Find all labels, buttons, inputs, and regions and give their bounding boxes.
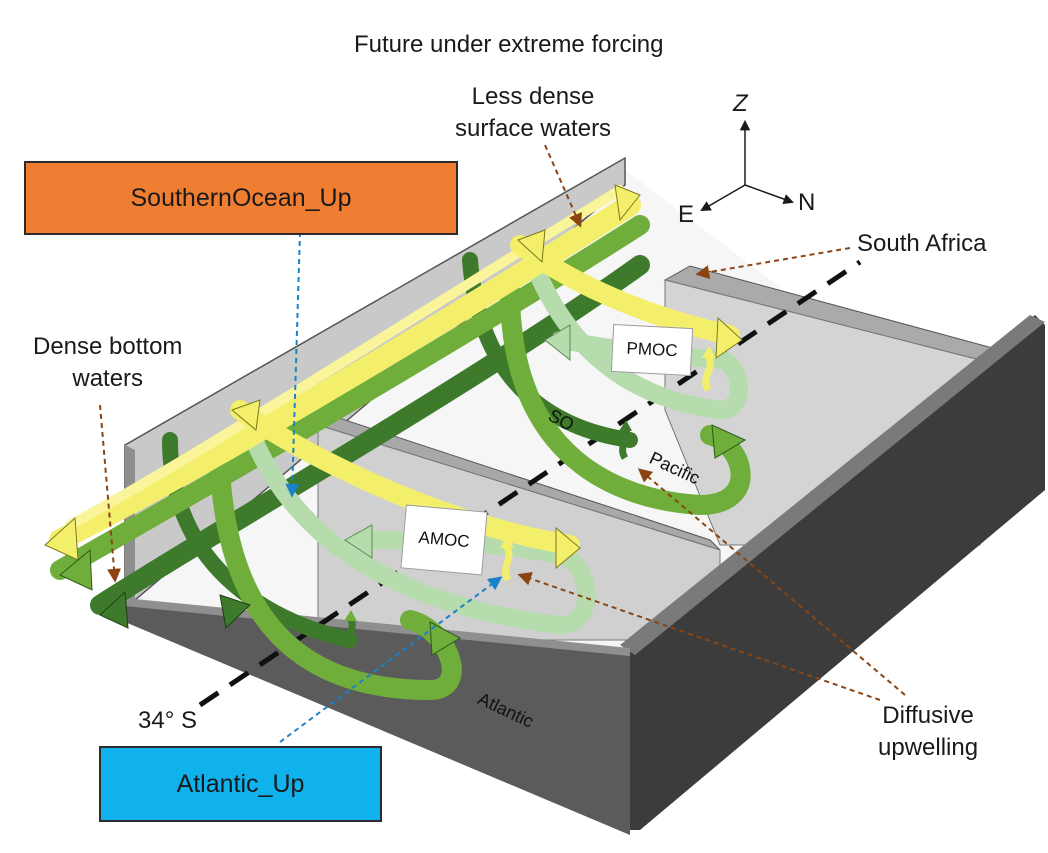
dense-bottom-label: Dense bottom waters <box>33 333 183 392</box>
arrowhead <box>99 590 129 629</box>
diffusive-upwelling-label: Diffusive upwelling <box>878 702 979 761</box>
arrowhead <box>344 524 373 559</box>
right-wall <box>625 315 1045 830</box>
arrowhead <box>614 184 641 222</box>
e-axis-label: E <box>678 201 695 228</box>
upwelling-arrow-so-head <box>619 420 632 431</box>
arrowhead <box>44 516 79 561</box>
upwelling-arrow-so <box>619 426 631 460</box>
southern-ocean-link <box>285 231 301 498</box>
amoc-tag: AMOC <box>400 504 488 576</box>
green-loop-atlantic <box>210 460 462 701</box>
dense-bottom-arrow <box>99 404 122 583</box>
yellow-loop-pacific <box>510 235 740 345</box>
arrowhead <box>555 526 581 570</box>
flow-arrowheads <box>44 184 747 656</box>
southern-ocean-up-box: SouthernOcean_Up <box>24 161 458 235</box>
atlantic-link <box>279 576 503 743</box>
front-wall <box>125 600 630 835</box>
z-axis-label: Z <box>733 90 748 117</box>
upwelling-arrow-pmoc <box>702 353 714 392</box>
n-axis-label: N <box>798 189 816 216</box>
latitude-label: 34° S <box>138 707 197 734</box>
south-africa-label: South Africa <box>857 230 987 257</box>
less-dense-label: Less dense surface waters <box>455 83 612 142</box>
atlantic-up-box: Atlantic_Up <box>99 746 382 822</box>
annotation-arrows <box>99 144 906 701</box>
diagram-title: Future under extreme forcing <box>354 31 664 58</box>
arrowhead <box>711 424 747 459</box>
diffusive-arrow-2 <box>637 468 906 696</box>
n-axis <box>744 184 794 205</box>
upwelling-arrow-pmoc-head <box>702 346 716 358</box>
arrowhead <box>715 316 743 359</box>
latitude-34s-line <box>198 259 862 708</box>
south-africa-arrow <box>695 247 851 280</box>
e-axis <box>700 184 746 212</box>
upwelling-arrow-atl-head <box>344 610 357 621</box>
upwelling-arrow-amoc-head <box>500 536 514 548</box>
arrowhead <box>59 548 93 591</box>
right-wall-top <box>620 315 1045 655</box>
yellow-loop-atlantic <box>230 400 580 555</box>
pmoc-tag: PMOC <box>610 323 694 377</box>
less-dense-arrow <box>544 144 582 228</box>
arrowhead <box>219 594 251 630</box>
arrowhead <box>544 324 571 362</box>
axes-indicator <box>700 119 794 212</box>
upwelling-squiggles <box>344 346 716 650</box>
arrowhead <box>231 399 261 431</box>
arrowhead <box>517 229 546 264</box>
upwelling-arrow-amoc <box>502 543 513 582</box>
link-arrows <box>279 231 503 743</box>
circulation-flows <box>49 185 751 701</box>
green-loop-pacific <box>500 280 751 516</box>
diffusive-arrow-1 <box>517 572 881 701</box>
arrowhead <box>429 621 462 656</box>
